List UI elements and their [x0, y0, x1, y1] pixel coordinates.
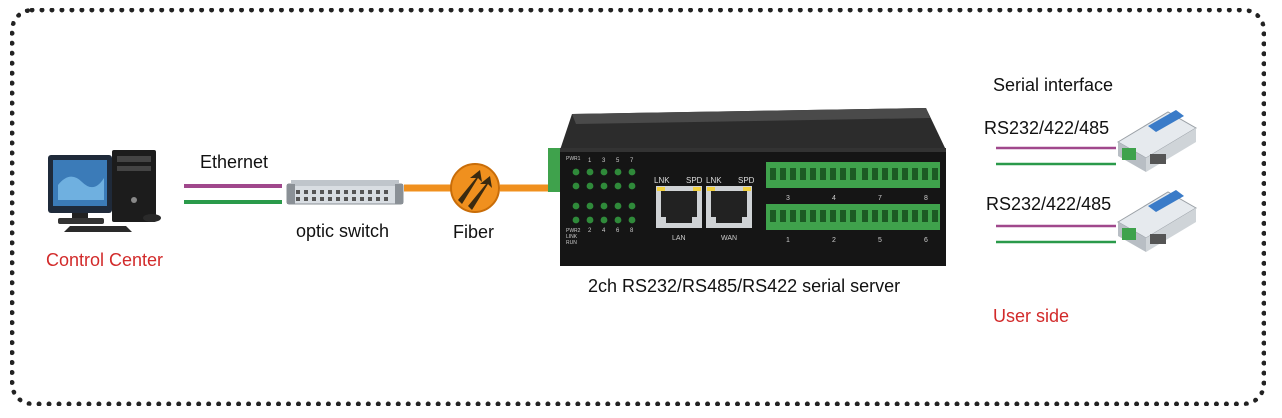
terminal-block-top: [766, 162, 940, 188]
port-num-4: 4: [602, 228, 606, 234]
lnk2-text: LNK: [706, 176, 722, 185]
port-num-6: 6: [616, 228, 620, 234]
ethernet-label: Ethernet: [200, 152, 269, 172]
port-num-3: 3: [602, 158, 606, 164]
computer-icon: [48, 150, 161, 232]
terminal-num-2: 2: [832, 237, 836, 244]
terminal-num-8: 8: [924, 195, 928, 202]
terminal-num-3: 3: [786, 195, 790, 202]
terminal-num-6: 6: [924, 237, 928, 244]
optic-switch-icon: [286, 180, 404, 205]
terminal-num-4: 4: [832, 195, 836, 202]
rs-top-label: RS232/422/485: [984, 118, 1110, 138]
serial-converter-top-icon: [1117, 110, 1197, 172]
diagram-frame: [10, 8, 1266, 406]
link-text: LINK: [566, 234, 578, 240]
fiber-icon: [450, 163, 500, 213]
terminal-num-5: 5: [878, 237, 882, 244]
port-num-2: 2: [588, 228, 592, 234]
serial-interface-label: Serial interface: [993, 75, 1114, 95]
user-side-label: User side: [993, 306, 1070, 326]
port-num-7: 7: [630, 158, 634, 164]
lnk1-text: LNK: [654, 176, 670, 185]
port-num-8: 8: [630, 228, 634, 234]
run-text: RUN: [566, 240, 577, 246]
serial-converter-bottom-icon: [1117, 190, 1197, 252]
optic-switch-label: optic switch: [296, 221, 390, 241]
fiber-label: Fiber: [453, 222, 495, 242]
port-num-1: 1: [588, 158, 592, 164]
serial-server-device: PWR1 1 3 5 7 2 4 6 8 PWR2 LINK RUN LNK S…: [548, 108, 946, 266]
terminal-block-bottom: [766, 204, 940, 230]
control-center-label: Control Center: [46, 250, 164, 270]
spd1-text: SPD: [686, 176, 703, 185]
spd2-text: SPD: [738, 176, 755, 185]
pwr2-text: PWR2: [566, 228, 581, 234]
rs-bottom-label: RS232/422/485: [986, 194, 1112, 214]
led-grid: [572, 168, 636, 224]
terminal-num-1: 1: [786, 237, 790, 244]
port-num-5: 5: [616, 158, 620, 164]
lan-text: LAN: [672, 235, 686, 242]
wan-text: WAN: [721, 235, 737, 242]
serial-server-label: 2ch RS232/RS485/RS422 serial server: [588, 276, 901, 296]
terminal-num-7: 7: [878, 195, 882, 202]
pwr1-text: PWR1: [566, 156, 581, 162]
